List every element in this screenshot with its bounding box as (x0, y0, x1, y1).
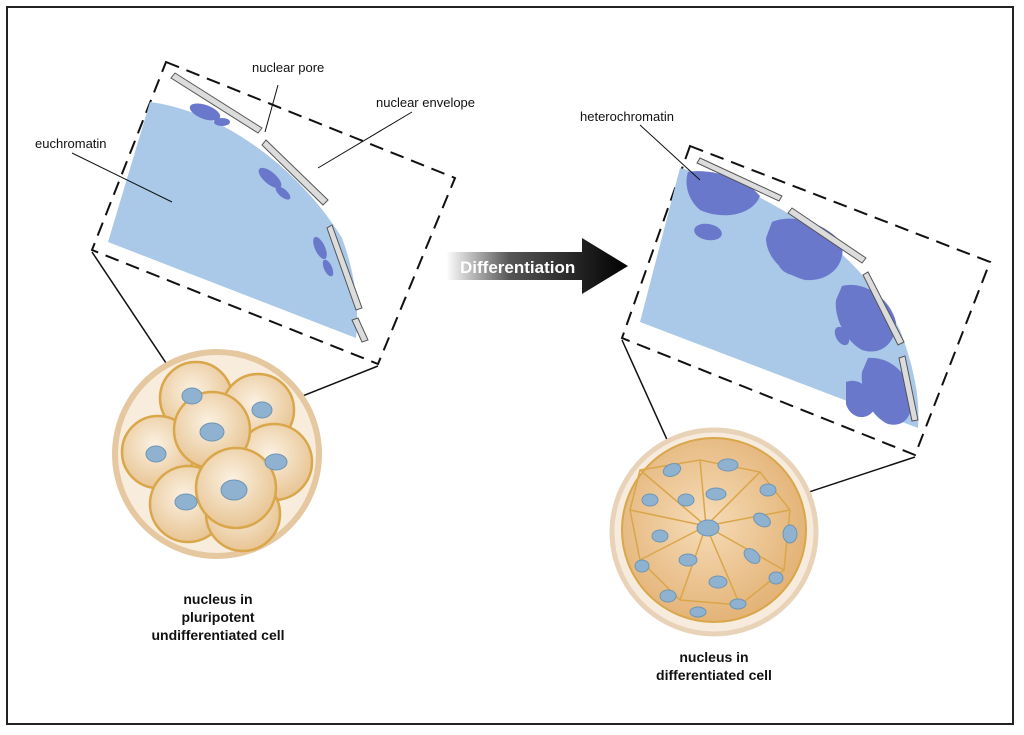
nuclear-pore-label: nuclear pore (252, 60, 324, 75)
euchromatin-leader (71, 152, 173, 203)
left-caption: nucleus in pluripotent undifferentiated … (151, 591, 284, 643)
left-caption-line-3: undifferentiated cell (151, 627, 284, 643)
right-caption: nucleus in differentiated cell (656, 649, 772, 683)
euchromatin-label: euchromatin (35, 136, 107, 151)
left-zoom-box (90, 60, 457, 366)
left-zoom-panel: nuclear pore nuclear envelope euchromati… (35, 60, 475, 433)
chromatin-scatter-left (189, 103, 334, 277)
differentiation-arrow: Differentiation (446, 238, 628, 294)
right-zoom-panel: heterochromatin (580, 109, 992, 527)
euchromatin-region (108, 102, 358, 338)
left-caption-line-2: pluripotent (181, 609, 254, 625)
nuclear-pore-leader (264, 84, 279, 133)
heterochromatin-leader (639, 124, 701, 181)
nuclear-envelope-leader (317, 111, 413, 169)
differentiation-label: Differentiation (460, 258, 575, 277)
nuclear-envelope-left (170, 72, 369, 343)
differentiated-cell-sphere (609, 427, 819, 637)
pluripotent-cell-cluster (112, 349, 322, 559)
nuclear-envelope-right (696, 157, 919, 422)
nuclear-envelope-label: nuclear envelope (376, 95, 475, 110)
left-caption-line-1: nucleus in (183, 591, 252, 607)
heterochromatin-label: heterochromatin (580, 109, 674, 124)
right-caption-line-2: differentiated cell (656, 667, 772, 683)
right-caption-line-1: nucleus in (679, 649, 748, 665)
right-zoom-box (620, 144, 992, 457)
